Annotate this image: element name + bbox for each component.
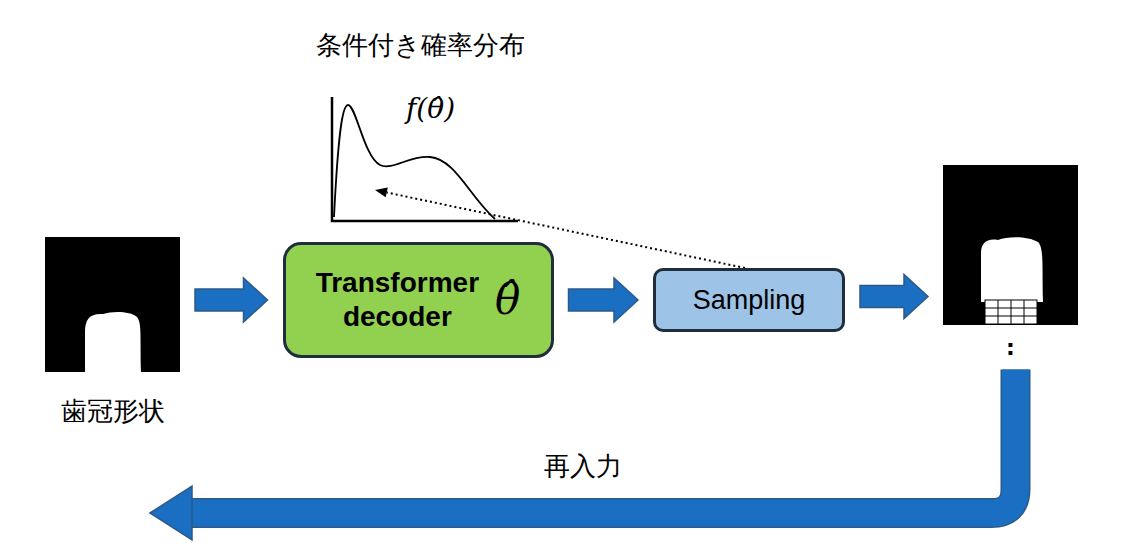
connector bbox=[860, 275, 928, 319]
image-caption: 歯冠形状 bbox=[45, 394, 180, 429]
connector bbox=[569, 278, 639, 322]
continuation-mark: : bbox=[943, 335, 1078, 361]
input-image: 歯冠形状 bbox=[45, 237, 180, 429]
crown-mask bbox=[45, 237, 180, 372]
grid-line bbox=[1024, 300, 1025, 324]
patch-grid bbox=[985, 300, 1037, 324]
tooth-crown bbox=[981, 237, 1043, 302]
return-arrow-edge bbox=[190, 369, 1016, 513]
function-label: f(θ̂) bbox=[406, 92, 455, 125]
tooth-crown bbox=[85, 312, 141, 372]
grid-line bbox=[985, 308, 1037, 309]
mask-ground bbox=[943, 165, 1078, 325]
arrow-head bbox=[150, 486, 192, 540]
output-image: : bbox=[943, 165, 1078, 361]
process-box: Sampling bbox=[653, 268, 845, 332]
block-arrow bbox=[860, 275, 928, 319]
edge-label: 再入力 bbox=[540, 449, 626, 484]
grid-line bbox=[1011, 300, 1012, 324]
box-label: Sampling bbox=[693, 285, 806, 316]
connector bbox=[150, 369, 1016, 540]
grid-line bbox=[998, 300, 999, 324]
connector bbox=[195, 278, 268, 322]
distribution-plot: 条件付き確率分布 f(θ̂) bbox=[290, 22, 550, 227]
box-title: Transformer decoder bbox=[316, 266, 479, 333]
mask-ground bbox=[45, 237, 180, 372]
block-arrow bbox=[569, 278, 639, 322]
grid-line bbox=[985, 316, 1037, 317]
generated-mask bbox=[943, 165, 1078, 325]
return-arrow-body bbox=[190, 369, 1016, 513]
parameter-symbol: θ̂ bbox=[495, 275, 520, 325]
plot-title: 条件付き確率分布 bbox=[290, 28, 550, 63]
block-arrow bbox=[195, 278, 268, 322]
arrow-head bbox=[375, 188, 388, 198]
process-box: Transformer decoder θ̂ bbox=[283, 242, 554, 358]
